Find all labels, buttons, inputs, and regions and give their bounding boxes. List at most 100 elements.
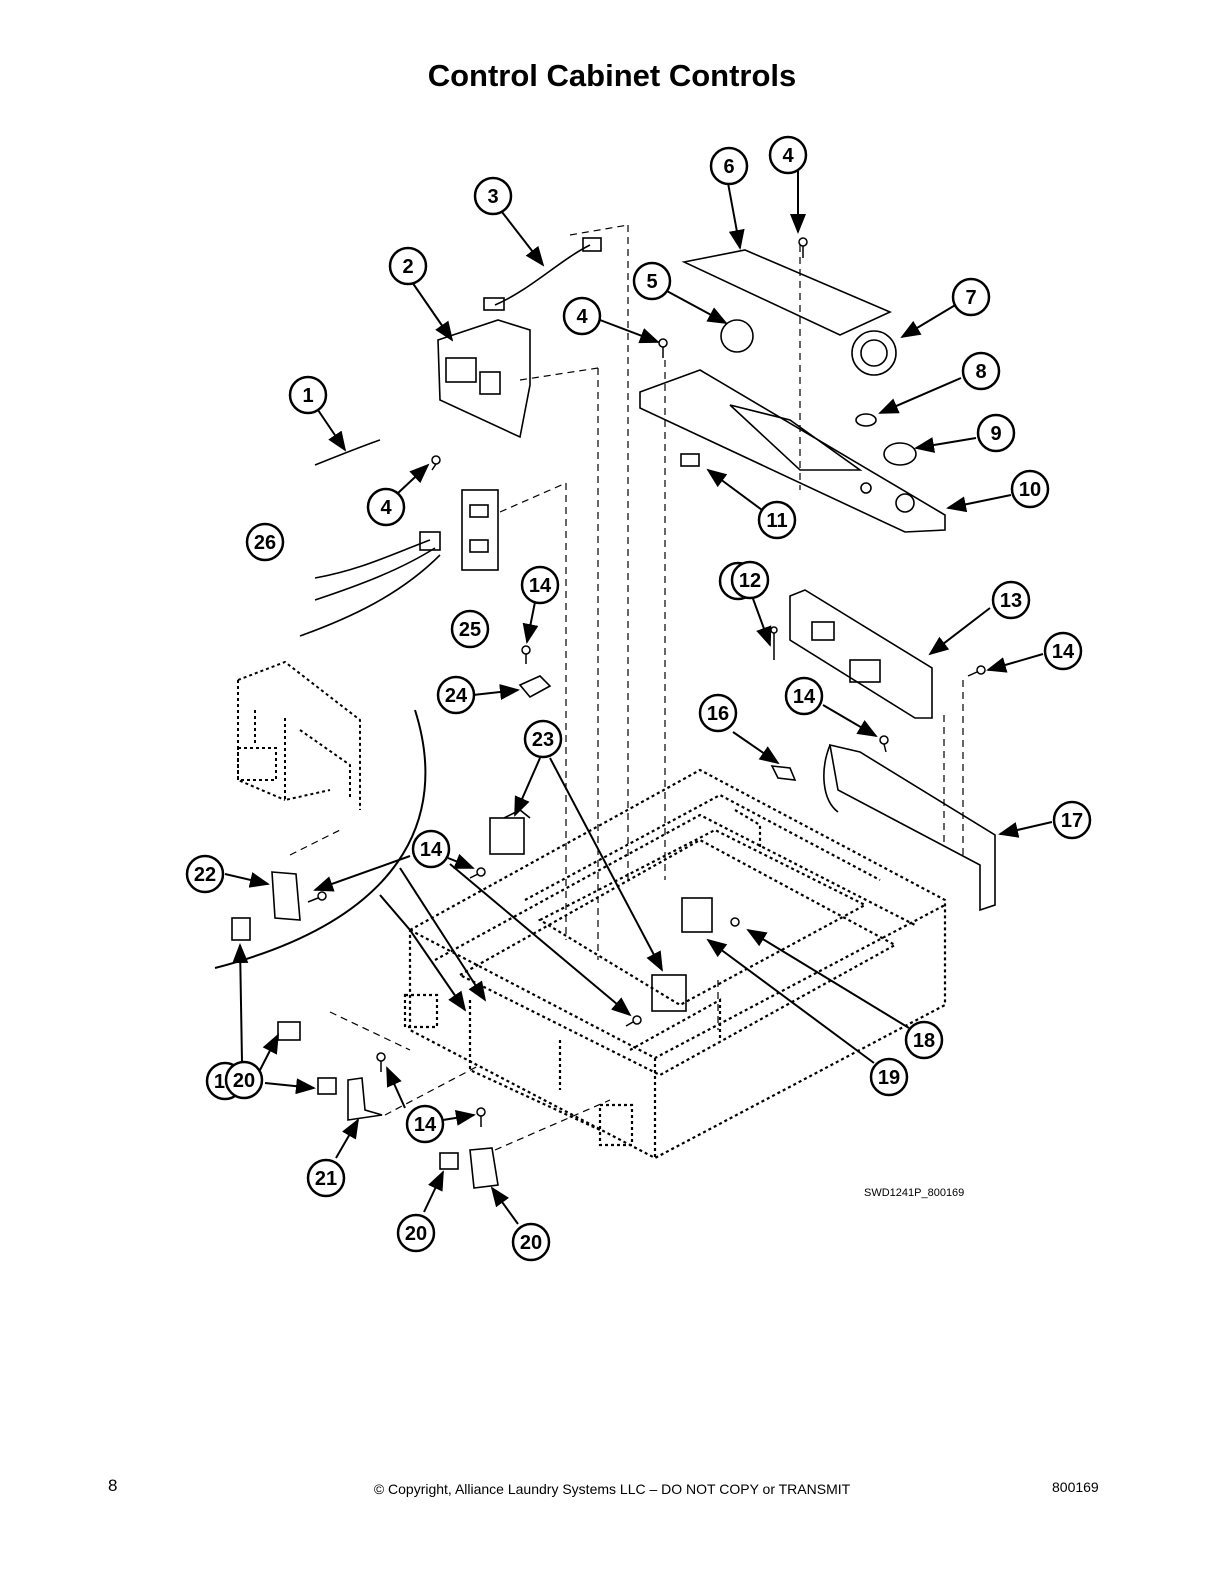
- callout-21: 21: [306, 1158, 346, 1198]
- callout-circle: [991, 580, 1031, 620]
- callout-4: 4: [768, 135, 808, 175]
- callout-circle: [768, 135, 808, 175]
- callout-14: 14: [784, 676, 824, 716]
- callout-20: 20: [511, 1222, 551, 1262]
- callout-circle: [411, 829, 451, 869]
- callout-circle: [245, 522, 285, 562]
- callout-3: 3: [473, 176, 513, 216]
- copyright-notice: © Copyright, Alliance Laundry Systems LL…: [373, 1481, 851, 1497]
- callout-number: 14: [793, 686, 816, 708]
- callout-24: 24: [436, 675, 476, 715]
- page-title: Control Cabinet Controls: [427, 58, 797, 93]
- callout-circle: [306, 1158, 346, 1198]
- callout-number: 24: [445, 685, 468, 707]
- callout-number: 3: [487, 186, 498, 208]
- page-number: 8: [108, 1476, 118, 1495]
- callout-circle: [709, 146, 749, 186]
- callout-circle: [224, 1060, 264, 1100]
- callout-circle: [185, 854, 225, 894]
- callout-circle: [562, 296, 602, 336]
- callout-number: 18: [913, 1030, 935, 1052]
- callout-number: 1: [302, 385, 313, 407]
- callout-10: 10: [1010, 469, 1050, 509]
- callout-14: 14: [405, 1104, 445, 1144]
- callout-18: 18: [904, 1020, 944, 1060]
- callout-circle: [632, 261, 672, 301]
- callout-circle: [961, 351, 1001, 391]
- callout-16: 16: [698, 693, 738, 733]
- callout-circle: [1043, 631, 1083, 671]
- callout-circle: [520, 565, 560, 605]
- callout-number: 4: [576, 306, 588, 328]
- callout-20: 20: [224, 1060, 264, 1100]
- callout-number: 23: [532, 729, 554, 751]
- callout-number: 8: [975, 361, 986, 383]
- callout-25: 25: [450, 609, 490, 649]
- callout-circle: [730, 560, 770, 600]
- callout-circle: [1010, 469, 1050, 509]
- callout-circle: [511, 1222, 551, 1262]
- callout-circle: [396, 1213, 436, 1253]
- callout-number: 14: [529, 575, 552, 597]
- callout-number: 16: [707, 703, 729, 725]
- callout-circle: [951, 277, 991, 317]
- callout-circle: [784, 676, 824, 716]
- callout-6: 6: [709, 146, 749, 186]
- callout-14: 14: [411, 829, 451, 869]
- callout-circle: [405, 1104, 445, 1144]
- callout-number: 9: [990, 423, 1001, 445]
- callout-number: 11: [766, 510, 787, 532]
- callout-circle: [1052, 800, 1092, 840]
- callout-number: 17: [1061, 810, 1083, 832]
- callout-circle: [388, 246, 428, 286]
- callout-circle: [698, 693, 738, 733]
- callout-2: 2: [388, 246, 428, 286]
- callout-number: 14: [420, 839, 443, 861]
- callout-number: 4: [380, 497, 392, 519]
- callout-9: 9: [976, 413, 1016, 453]
- callout-number: 2: [402, 256, 413, 278]
- callout-circle: [757, 500, 797, 540]
- callout-number: 26: [254, 532, 276, 554]
- callout-group: 1234445567891011121314141414141516171819…: [185, 135, 1092, 1262]
- callout-4: 4: [366, 487, 406, 527]
- callout-circle: [976, 413, 1016, 453]
- callout-circle: [450, 609, 490, 649]
- callout-number: 14: [414, 1114, 437, 1136]
- callout-14: 14: [1043, 631, 1083, 671]
- callout-number: 6: [723, 156, 734, 178]
- callout-number: 7: [965, 287, 976, 309]
- callout-number: 5: [646, 271, 657, 293]
- callout-5: 5: [632, 261, 672, 301]
- callout-number: 20: [520, 1232, 542, 1254]
- callout-19: 19: [869, 1057, 909, 1097]
- callout-11: 11: [757, 500, 797, 540]
- callout-circle: [904, 1020, 944, 1060]
- callout-number: 19: [878, 1067, 900, 1089]
- callout-number: 20: [405, 1223, 427, 1245]
- callout-4: 4: [562, 296, 602, 336]
- callout-8: 8: [961, 351, 1001, 391]
- callout-7: 7: [951, 277, 991, 317]
- callout-20: 20: [396, 1213, 436, 1253]
- callout-12: 12: [730, 560, 770, 600]
- callout-number: 21: [315, 1168, 337, 1190]
- callout-circle: [473, 176, 513, 216]
- callout-26: 26: [245, 522, 285, 562]
- callout-1: 1: [288, 375, 328, 415]
- callout-number: 10: [1019, 479, 1041, 501]
- callout-circle: [869, 1057, 909, 1097]
- callout-13: 13: [991, 580, 1031, 620]
- callout-number: 13: [1000, 590, 1022, 612]
- callout-circle: [366, 487, 406, 527]
- callout-number: 25: [459, 619, 481, 641]
- callout-23: 23: [523, 719, 563, 759]
- callout-number: 22: [194, 864, 216, 886]
- callout-number: 4: [782, 145, 794, 167]
- callout-number: 12: [739, 570, 761, 592]
- callout-17: 17: [1052, 800, 1092, 840]
- callout-circle: [436, 675, 476, 715]
- callout-22: 22: [185, 854, 225, 894]
- callout-circle: [288, 375, 328, 415]
